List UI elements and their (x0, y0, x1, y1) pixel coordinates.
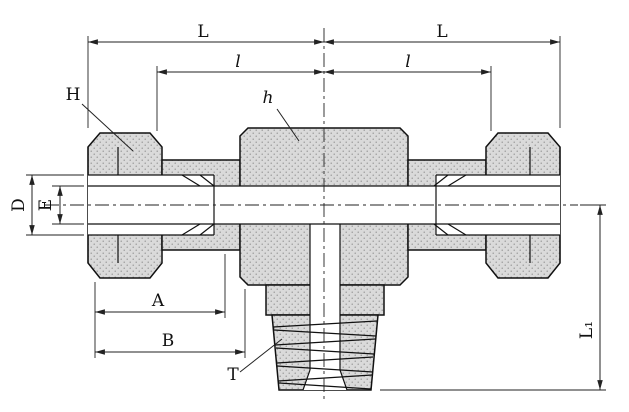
dim-l-left: l (156, 52, 324, 131)
dim-label-l-left: l (235, 52, 240, 72)
left-ferrule-lines (117, 147, 215, 263)
dim-label-B: B (162, 331, 175, 351)
leader-h: h (263, 88, 300, 142)
ferrule-details (117, 147, 531, 263)
thread-zigzag (272, 320, 378, 390)
right-ferrule-lines (433, 147, 531, 263)
dim-l-right: l (324, 52, 492, 131)
dim-label-L-right: L (436, 22, 447, 42)
leader-T: T (227, 338, 283, 385)
dim-D: D (9, 174, 84, 236)
leader-line (81, 103, 134, 152)
branch-bore-lines (302, 224, 348, 391)
dim-label-L1: L₁ (577, 321, 597, 339)
dim-B: B (95, 289, 246, 358)
leader-line (239, 338, 283, 373)
centerlines (45, 28, 578, 400)
dim-label-D: D (9, 198, 29, 212)
dim-label-L-left: L (197, 22, 208, 42)
extension-lines (94, 254, 226, 358)
label-T-thread: T (227, 365, 239, 385)
leader-line (276, 108, 300, 142)
dim-L1: L₁ (380, 204, 606, 391)
dim-E: E (36, 185, 84, 225)
dim-label-A: A (151, 291, 165, 311)
dim-L-right: L (324, 22, 561, 128)
dim-A: A (94, 254, 226, 358)
end-face-lines (87, 147, 561, 263)
dim-label-E: E (36, 199, 56, 211)
label-H-nut-hex: H (66, 85, 81, 105)
thread-lines (272, 320, 378, 390)
dim-L-left: L (87, 22, 324, 128)
branch-bore (303, 224, 347, 390)
dim-label-l-right: l (405, 52, 410, 72)
label-h-body-hex: h (263, 88, 274, 108)
extension-lines (26, 174, 84, 236)
leader-H: H (66, 85, 134, 152)
